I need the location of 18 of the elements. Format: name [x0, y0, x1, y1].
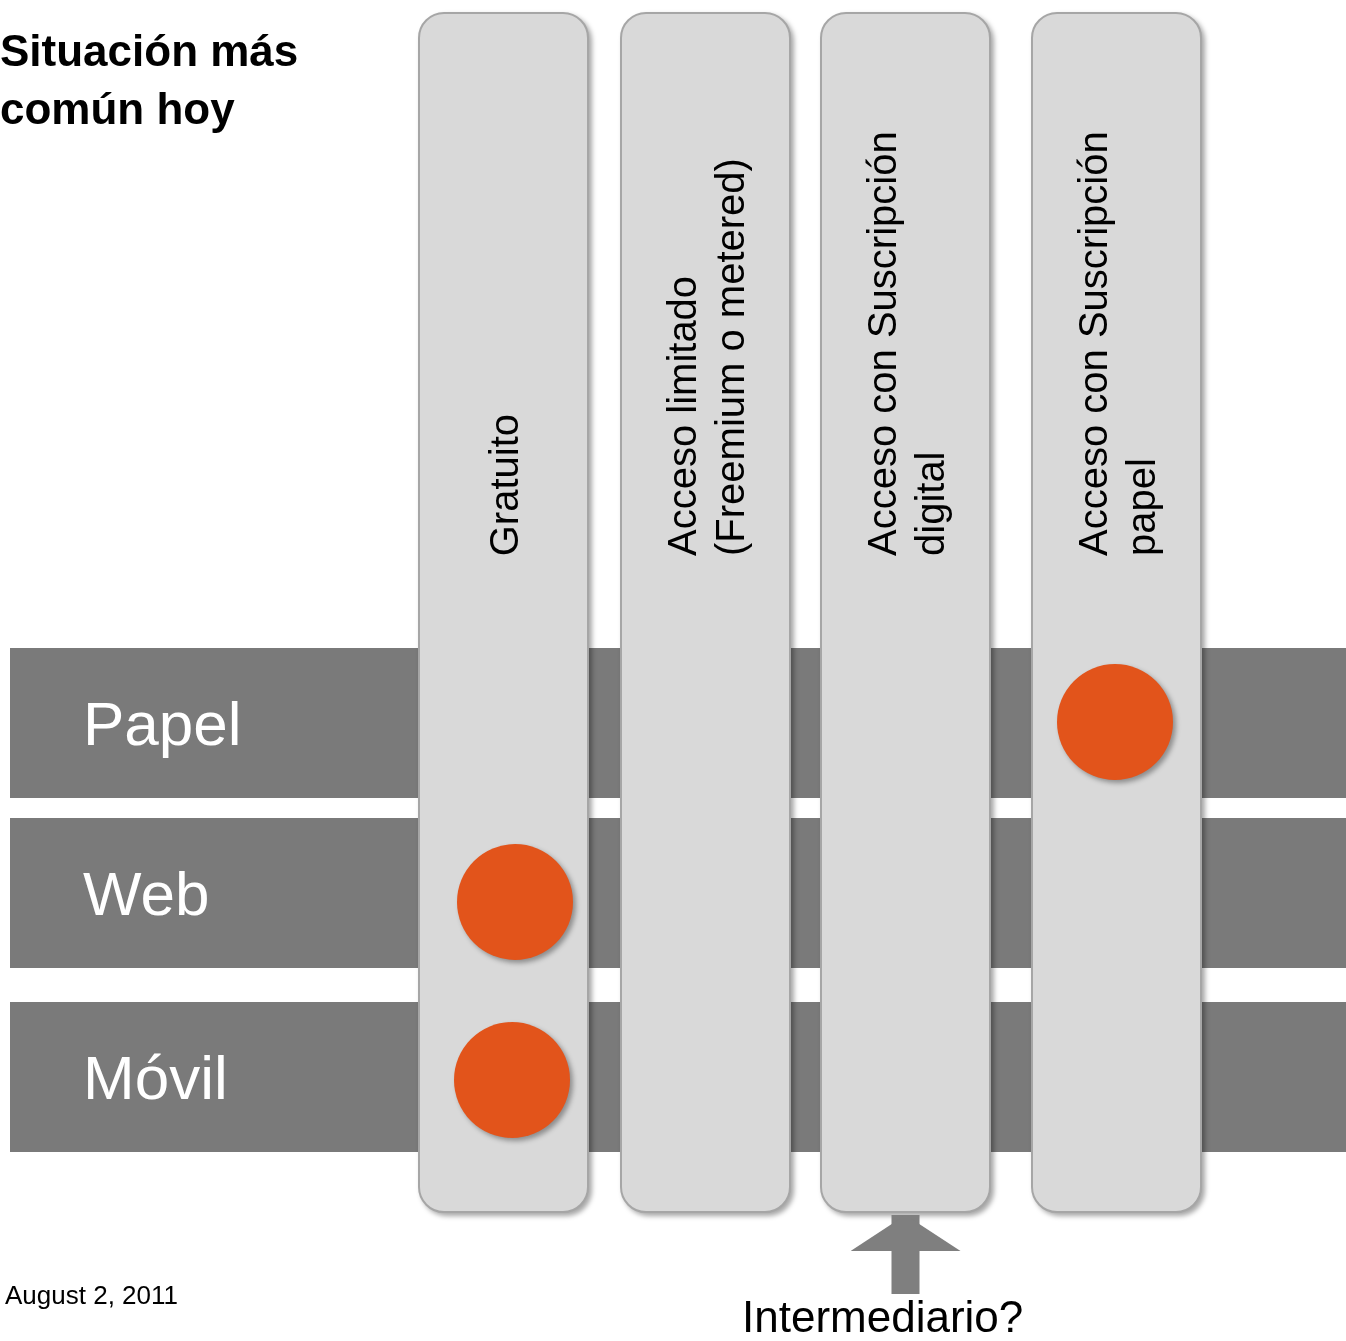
arrow-label: Intermediario?: [742, 1294, 1062, 1340]
block-arrow: [850, 1215, 961, 1294]
column-heading: Gratuito: [480, 413, 527, 556]
column-panel: [418, 12, 589, 1213]
column-heading: Acceso con Suscripción digital: [858, 130, 953, 556]
row-band: [10, 1002, 418, 1152]
column-heading: Acceso limitado (Freemium o metered): [658, 157, 753, 556]
column-panel: [1031, 12, 1202, 1213]
row-label: Papel: [83, 687, 242, 759]
column-panel: [620, 12, 791, 1213]
column-panel: [820, 12, 991, 1213]
date-label: August 2, 2011: [5, 1280, 178, 1311]
column-heading: Acceso con Suscripción papel: [1069, 130, 1164, 556]
row-band: [10, 648, 418, 798]
row-band: [10, 818, 418, 968]
row-label: Móvil: [83, 1041, 228, 1113]
slide-title: Situación más común hoy: [0, 25, 300, 135]
row-label: Web: [83, 857, 210, 929]
